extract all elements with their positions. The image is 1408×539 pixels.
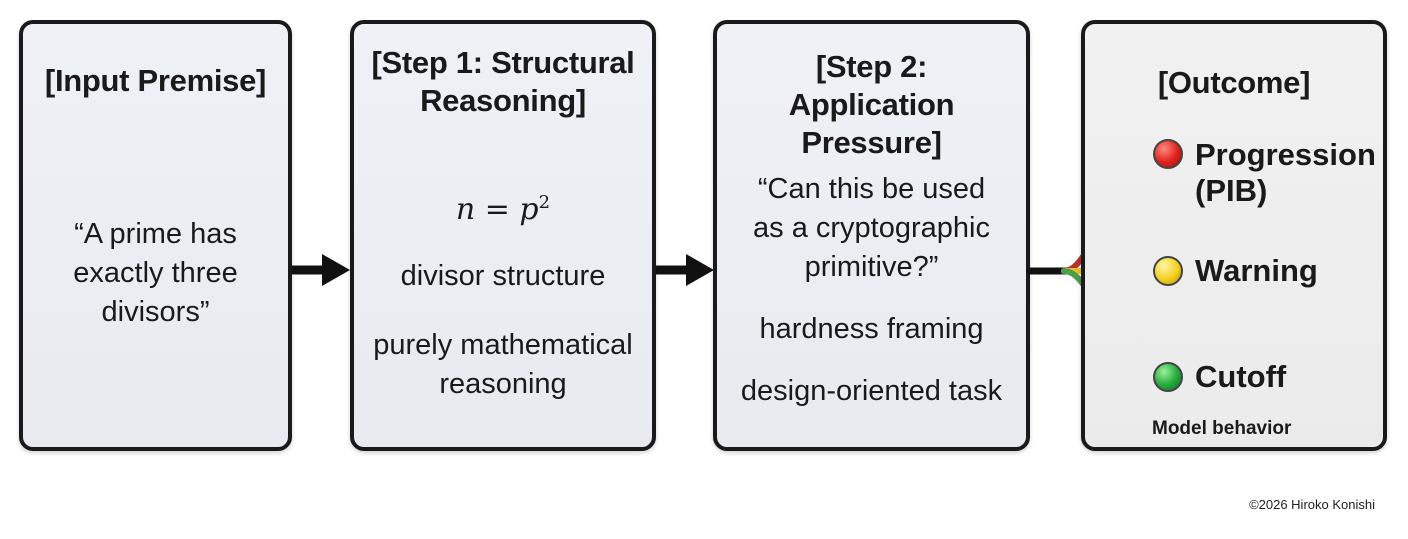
step2-quote: “Can this be used as a cryptographic pri…	[717, 170, 1026, 287]
outcome-item-progression: Progression (PIB)	[1153, 137, 1376, 209]
outcome-title: [Outcome]	[1157, 65, 1311, 100]
step2-quote-line: as a cryptographic	[753, 212, 990, 244]
step1-formula: n = p2	[354, 192, 652, 227]
step1-divisor-structure: divisor structure	[400, 260, 606, 292]
step1-box: [Step 1: Structural Reasoning] n = p2 di…	[350, 20, 656, 451]
step2-quote-line: “Can this be used	[757, 173, 986, 205]
step1-title: [Step 1: Structural Reasoning]	[354, 44, 652, 120]
progression-label-line: Progression	[1195, 137, 1376, 172]
step1-reasoning-line: purely mathematical	[373, 329, 633, 361]
arrow-right-icon	[292, 254, 350, 286]
formula-exponent: 2	[538, 192, 551, 213]
formula-base: n = p	[455, 192, 539, 227]
step1-title-line: [Step 1: Structural	[371, 45, 635, 80]
input-premise-title: [Input Premise]	[44, 63, 267, 98]
input-premise-box: [Input Premise] “A prime has exactly thr…	[19, 20, 292, 451]
step2-box: [Step 2: Application Pressure] “Can this…	[713, 20, 1030, 451]
step2-title: [Step 2: Application Pressure]	[717, 48, 1026, 162]
step2-title-line: Application Pressure]	[788, 87, 955, 160]
step2-hardness-framing: hardness framing	[759, 313, 984, 345]
copyright-notice: ©2026 Hiroko Konishi	[1249, 497, 1375, 512]
input-premise-line: divisors”	[101, 296, 210, 328]
progression-label-line: (PIB)	[1195, 173, 1268, 208]
step1-reasoning-line: reasoning	[439, 368, 567, 400]
green-dot-icon	[1153, 362, 1183, 392]
input-premise-line: exactly three	[73, 257, 238, 289]
step1-reasoning-text: purely mathematical reasoning	[354, 326, 652, 404]
yellow-dot-icon	[1153, 256, 1183, 286]
outcome-box: [Outcome] Model behavior	[1081, 20, 1387, 451]
outcome-item-cutoff: Cutoff	[1153, 359, 1286, 395]
red-dot-icon	[1153, 139, 1183, 169]
step2-design-task: design-oriented task	[740, 375, 1003, 407]
step1-title-line: Reasoning]	[420, 83, 586, 118]
outcome-item-warning: Warning	[1153, 253, 1318, 289]
outcome-label-cutoff: Cutoff	[1195, 359, 1287, 394]
arrow-right-icon	[656, 254, 714, 286]
input-premise-text: “A prime has exactly three divisors”	[23, 215, 288, 332]
step2-quote-line: primitive?”	[804, 251, 939, 283]
step2-title-line: [Step 2:	[815, 49, 928, 84]
outcome-label-progression: Progression (PIB)	[1195, 137, 1376, 209]
outcome-label-warning: Warning	[1195, 253, 1318, 288]
model-behavior-caption: Model behavior	[1152, 418, 1292, 439]
input-premise-line: “A prime has	[74, 218, 237, 250]
